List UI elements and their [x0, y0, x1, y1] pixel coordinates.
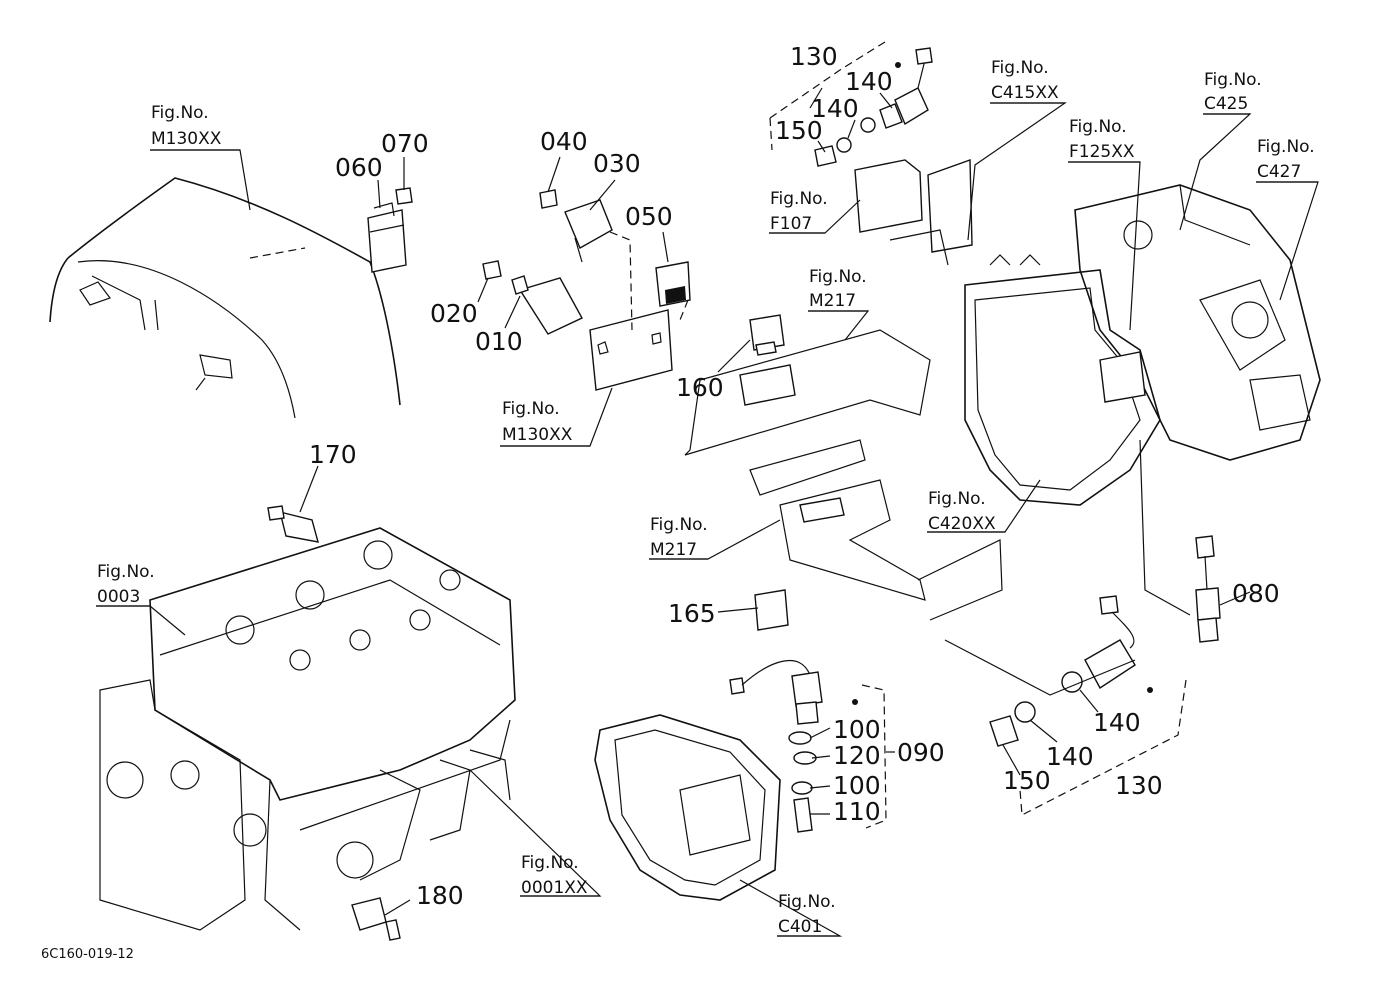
part-170-label: 170: [309, 440, 357, 469]
fig-0003-label: Fig.No.: [97, 562, 155, 582]
fig-m217-top-ref: M217: [809, 291, 856, 311]
hood-drawing: [49, 177, 401, 419]
part-030-label: 030: [593, 149, 641, 178]
fig-m217-mid-label: Fig.No.: [650, 515, 708, 535]
part-165-label: 165: [668, 599, 716, 628]
solenoid-top-group: [769, 41, 973, 266]
part-130a-label: 130: [790, 42, 838, 71]
part-150b-label: 150: [1003, 766, 1051, 795]
part-090-label: 090: [897, 738, 945, 767]
relay-060: [367, 187, 413, 273]
fig-m130-top-ref: M130XX: [151, 129, 222, 149]
fig-c427-label: Fig.No.: [1257, 137, 1315, 157]
part-100b-label: 100: [833, 771, 881, 800]
fig-0003-ref: 0003: [97, 587, 140, 607]
part-130b-label: 130: [1115, 771, 1163, 800]
fig-m217-mid-ref: M217: [650, 540, 697, 560]
fig-m130-top-label: Fig.No.: [151, 103, 209, 123]
engine-drawing: [99, 505, 516, 941]
solenoid-bottom-group: [944, 595, 1187, 816]
part-140c-label: 140: [1093, 708, 1141, 737]
clutch-housing: [594, 714, 781, 901]
fig-c425-ref: C425: [1204, 94, 1248, 114]
figure-ref-underlines: [96, 102, 1318, 937]
part-100a-label: 100: [833, 715, 881, 744]
fig-c401-ref: C401: [778, 917, 822, 937]
part-180-label: 180: [416, 881, 464, 910]
part-140a-label: 140: [845, 67, 893, 96]
part-110-label: 110: [833, 797, 881, 826]
part-140b-label: 140: [811, 94, 859, 123]
part-160-label: 160: [676, 373, 724, 402]
fig-c401-label: Fig.No.: [778, 892, 836, 912]
fig-c415-ref: C415XX: [991, 83, 1059, 103]
fig-f107-label: Fig.No.: [770, 189, 828, 209]
part-120-label: 120: [833, 741, 881, 770]
fig-0001-label: Fig.No.: [521, 853, 579, 873]
sensor-090-group: [729, 659, 887, 833]
transmission-case: [964, 184, 1321, 506]
part-040-label: 040: [540, 127, 588, 156]
fig-c427-ref: C427: [1257, 162, 1301, 182]
fig-c425-label: Fig.No.: [1204, 70, 1262, 90]
part-080-label: 080: [1232, 579, 1280, 608]
part-050-label: 050: [625, 202, 673, 231]
sensor-080: [1139, 439, 1221, 643]
part-070-label: 070: [381, 129, 429, 158]
part-150a-label: 150: [775, 116, 823, 145]
part-010-label: 010: [475, 327, 523, 356]
part-060-label: 060: [335, 153, 383, 182]
bracket-m217: [684, 314, 1003, 631]
fig-c420-label: Fig.No.: [928, 489, 986, 509]
fig-f125-ref: F125XX: [1069, 142, 1135, 162]
part-020-label: 020: [430, 299, 478, 328]
fig-c415-label: Fig.No.: [991, 58, 1049, 78]
relay-bracket-group: [482, 189, 691, 391]
fig-m217-top-label: Fig.No.: [809, 267, 867, 287]
fig-f125-label: Fig.No.: [1069, 117, 1127, 137]
part-140d-label: 140: [1046, 742, 1094, 771]
fig-m130-mid-ref: M130XX: [502, 425, 573, 445]
fig-m130-mid-label: Fig.No.: [502, 399, 560, 419]
fig-0001-ref: 0001XX: [521, 878, 588, 898]
fig-c420-ref: C420XX: [928, 514, 996, 534]
fig-f107-ref: F107: [770, 214, 812, 234]
drawing-code: 6C160-019-12: [41, 947, 134, 962]
